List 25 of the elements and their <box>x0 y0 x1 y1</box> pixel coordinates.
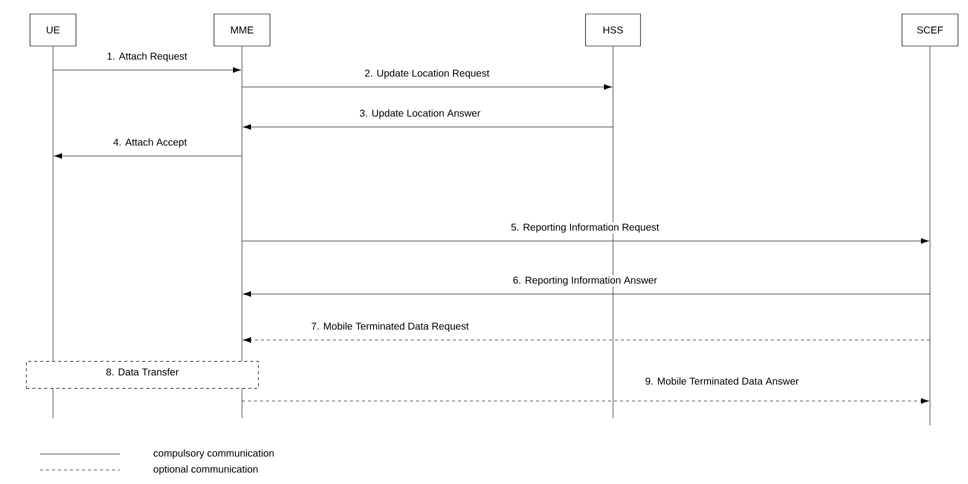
message-label: 3. Update Location Answer <box>358 108 482 120</box>
lifeline <box>52 46 54 418</box>
legend-text: compulsory communication <box>154 449 274 459</box>
message-label: 2. Update Location Request <box>364 68 490 80</box>
message-arrow <box>242 84 612 90</box>
message-arrow <box>243 337 930 343</box>
message-arrow <box>242 238 929 244</box>
participant-box: HSS <box>585 14 641 46</box>
message-arrow <box>52 67 241 73</box>
participant-box: MME <box>214 14 270 46</box>
activity-box: 8. Data Transfer <box>26 361 259 389</box>
message-arrow <box>54 153 242 159</box>
legend-text: optional communication <box>154 465 258 475</box>
message-label: 9. Mobile Terminated Data Answer <box>644 376 800 386</box>
message-label: 1. Attach Request <box>106 51 188 63</box>
participant-box: UE <box>30 14 76 46</box>
participant-box: SCEF <box>902 14 958 46</box>
message-arrow <box>243 124 614 130</box>
message-label: 4. Attach Accept <box>112 137 188 149</box>
message-arrow <box>242 398 929 404</box>
message-label: 7. Mobile Terminated Data Request <box>310 321 470 333</box>
message-label: 5. Reporting Information Request <box>510 222 660 234</box>
message-label: 6. Reporting Information Answer <box>512 275 658 287</box>
message-arrow <box>243 291 930 297</box>
lifeline <box>612 46 614 418</box>
